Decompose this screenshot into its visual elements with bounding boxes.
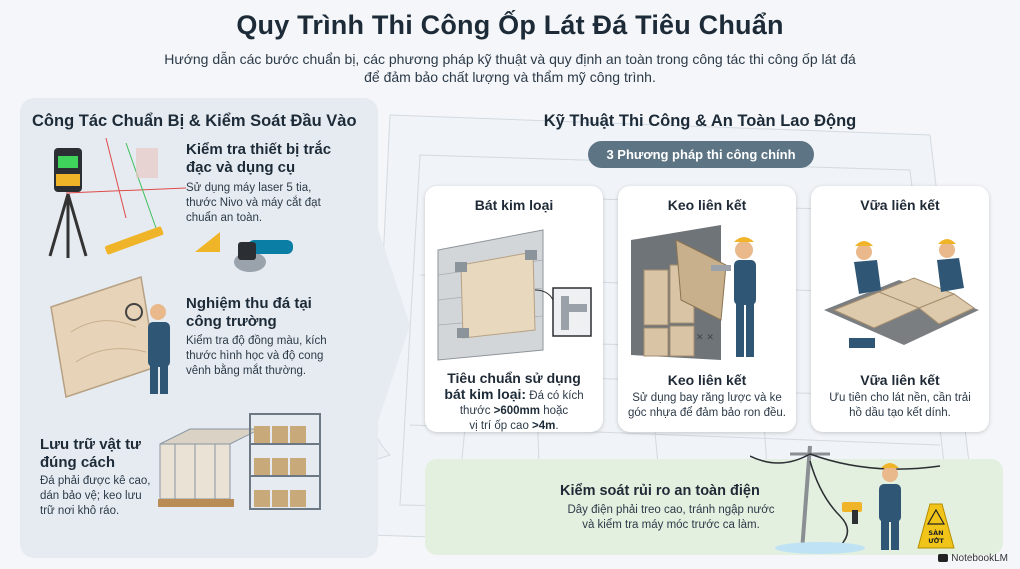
item-storage-title-line-1: Lưu trữ vật tư	[40, 436, 141, 453]
item-storage-desc: Đá phải được kê cao, dán bảo vệ; keo lưu…	[40, 474, 151, 519]
page-title: Quy Trình Thi Công Ốp Lát Đá Tiêu Chuẩn	[236, 10, 784, 40]
card-adhesive-subtitle: Keo liên kết	[667, 372, 747, 388]
page-subtitle: Hướng dẫn các bước chuẩn bị, các phương …	[140, 50, 880, 86]
card-adhesive: Keo liên kết ✕ ✕ Keo liên kết Sử dụng ba…	[618, 186, 796, 432]
card-mortar: Vữa liên kết Vữa liên kết Ưu tiên cho lá…	[811, 186, 989, 432]
card-metal-bracket-std-line-2: bát kim loại:	[444, 386, 527, 402]
metal-bracket-illustration	[437, 229, 592, 361]
item-stone-title: Nghiệm thu đá tại công trường	[186, 295, 312, 331]
notebook-icon	[938, 554, 949, 563]
electrical-safety-desc: Dây điện phải treo cao, tránh ngập nước …	[546, 503, 796, 533]
methods-pill: 3 Phương pháp thi công chính	[588, 141, 814, 168]
card-mortar-subtitle: Vữa liên kết	[860, 372, 940, 388]
card-adhesive-desc-line-1: Sử dụng bay răng lược và ke	[632, 392, 782, 404]
item-stone-title-line-2: công trường	[186, 313, 277, 330]
svg-text:✕ ✕: ✕ ✕	[696, 333, 714, 343]
wet-floor-sign-line-1: SÀN	[928, 528, 943, 537]
card-metal-bracket: Bát kim loại Tiêu chuẩn sử dụng bát kim …	[425, 186, 603, 432]
item-survey-desc-line-3: chuẩn an toàn.	[186, 212, 263, 224]
item-storage-desc-line-3: trữ nơi khô ráo.	[40, 505, 120, 517]
card-adhesive-desc-line-2: góc nhựa để đảm bảo ron đều.	[628, 407, 786, 419]
card-metal-bracket-std-rest-1: Đá có kích	[526, 390, 584, 402]
preparation-heading: Công Tác Chuẩn Bị & Kiểm Soát Đầu Vào	[32, 112, 357, 130]
item-stone-desc: Kiểm tra độ đồng màu, kích thước hình họ…	[186, 334, 327, 379]
technique-heading: Kỹ Thuật Thi Công & An Toàn Lao Động	[543, 112, 857, 130]
card-adhesive-desc: Sử dụng bay răng lược và ke góc nhựa để …	[628, 391, 786, 421]
electrical-safety-panel: Kiểm soát rủi ro an toàn điện Dây điện p…	[425, 459, 1003, 555]
card-metal-bracket-std-rest-3c: .	[555, 420, 559, 432]
card-mortar-desc: Ưu tiên cho lát nền, cần trải hồ dầu tạo…	[821, 391, 979, 421]
card-metal-bracket-std-rest-2a: thước	[459, 405, 494, 417]
stone-inspection-illustration	[50, 276, 170, 398]
item-survey-title-line-2: đạc và dụng cụ	[186, 159, 296, 176]
item-survey-desc-line-2: thước Nivo và máy cắt đạt	[186, 197, 321, 209]
adhesive-tiling-illustration: ✕ ✕	[631, 225, 756, 360]
wet-floor-sign-line-2: ƯỚT	[928, 536, 944, 545]
panel-arrow	[355, 160, 410, 490]
item-storage-title: Lưu trữ vật tư đúng cách	[40, 436, 141, 472]
card-metal-bracket-title: Bát kim loại	[474, 197, 554, 213]
card-metal-bracket-std-rest-2c: hoặc	[540, 405, 569, 417]
card-mortar-desc-line-2: hồ dầu tạo kết dính.	[849, 407, 951, 419]
angle-grinder-illustration	[195, 232, 293, 272]
item-storage-desc-line-1: Đá phải được kê cao,	[40, 475, 151, 487]
card-mortar-desc-line-1: Ưu tiên cho lát nền, cần trải	[829, 392, 971, 404]
electrical-safety-illustration: SÀN ƯỚT	[750, 445, 955, 554]
card-metal-bracket-std-rest-3a: vị trí ốp cao	[469, 420, 533, 432]
item-survey-title-line-1: Kiểm tra thiết bị trắc	[186, 141, 332, 158]
brand-name: NotebookLM	[951, 553, 1008, 564]
card-metal-bracket-standard-title: Tiêu chuẩn sử dụng	[425, 371, 603, 386]
item-stone-desc-line-3: vênh bằng mắt thường.	[186, 365, 307, 377]
storage-pallets-illustration	[158, 413, 321, 510]
item-stone-desc-line-2: thước hình học và độ cong	[186, 350, 324, 362]
item-storage-desc-line-2: dán bảo vệ; keo lưu	[40, 490, 142, 502]
card-metal-bracket-standard-desc: bát kim loại: Đá có kích thước >600mm ho…	[425, 387, 603, 434]
mortar-flooring-illustration	[824, 239, 979, 348]
card-metal-bracket-std-line-1: Tiêu chuẩn sử dụng	[447, 370, 581, 386]
subtitle-line-1: Hướng dẫn các bước chuẩn bị, các phương …	[164, 51, 856, 67]
subtitle-line-2: để đảm bảo chất lượng và thẩm mỹ công tr…	[364, 69, 656, 85]
electrical-safety-title: Kiểm soát rủi ro an toàn điện	[560, 483, 760, 499]
card-adhesive-title: Keo liên kết	[667, 197, 747, 213]
item-stone-title-line-1: Nghiệm thu đá tại	[186, 295, 312, 312]
item-survey-title: Kiểm tra thiết bị trắc đạc và dụng cụ	[186, 141, 331, 177]
brand-watermark: NotebookLM	[938, 553, 1008, 564]
card-metal-bracket-size-threshold: >600mm	[493, 405, 540, 417]
item-storage-title-line-2: đúng cách	[40, 454, 116, 471]
item-stone-desc-line-1: Kiểm tra độ đồng màu, kích	[186, 335, 327, 347]
laser-level-tools-illustration	[48, 138, 186, 258]
item-survey-desc-line-1: Sử dụng máy laser 5 tia,	[186, 182, 312, 194]
electrical-safety-desc-line-1: Dây điện phải treo cao, tránh ngập nước	[567, 504, 775, 516]
card-mortar-title: Vữa liên kết	[860, 197, 940, 213]
electrical-safety-desc-line-2: và kiểm tra máy móc trước ca làm.	[582, 519, 760, 531]
card-metal-bracket-height-threshold: >4m	[532, 420, 556, 432]
item-survey-desc: Sử dụng máy laser 5 tia, thước Nivo và m…	[186, 181, 321, 226]
